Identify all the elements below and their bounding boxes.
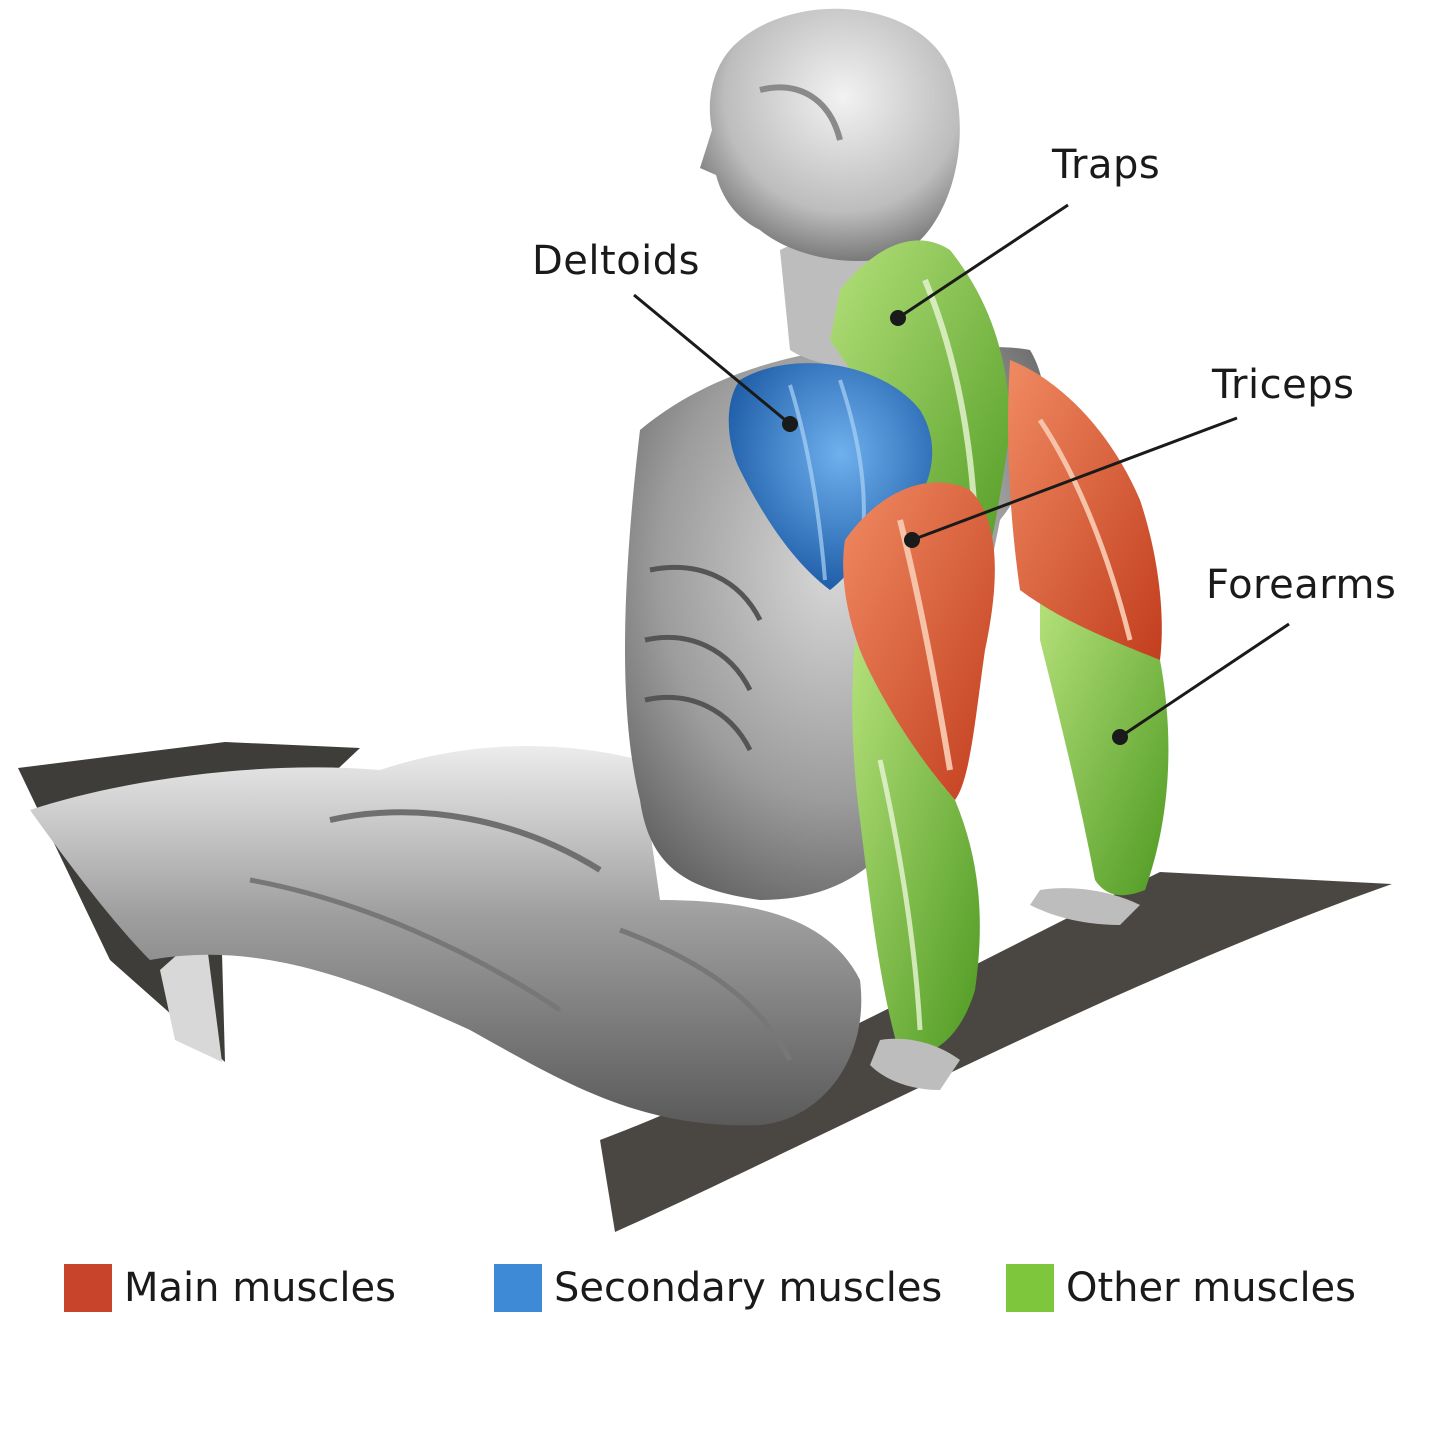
legend-main: Main muscles xyxy=(64,1262,396,1314)
legs xyxy=(30,746,862,1126)
floor-mat xyxy=(600,872,1392,1232)
legend-swatch-secondary xyxy=(494,1264,542,1312)
bench-support xyxy=(160,930,222,1062)
legend-other: Other muscles xyxy=(1006,1262,1356,1314)
front-hand xyxy=(870,1038,960,1090)
rear-hand xyxy=(1030,888,1140,925)
leader-lines xyxy=(633,203,1290,739)
legend-swatch-main xyxy=(64,1264,112,1312)
label-traps: Traps xyxy=(1052,142,1161,188)
label-forearms: Forearms xyxy=(1206,562,1397,608)
legend-label-other: Other muscles xyxy=(1066,1265,1356,1311)
leader-dots xyxy=(782,310,1128,745)
rear-forearm-muscle xyxy=(1040,600,1169,896)
triceps-muscle xyxy=(843,482,995,800)
legend-label-main: Main muscles xyxy=(124,1265,396,1311)
label-triceps: Triceps xyxy=(1212,362,1355,408)
label-deltoids: Deltoids xyxy=(532,238,701,284)
legend-secondary: Secondary muscles xyxy=(494,1262,942,1314)
forearms-muscle xyxy=(852,640,980,1056)
head xyxy=(700,8,960,261)
legend-swatch-other xyxy=(1006,1264,1054,1312)
legend-label-secondary: Secondary muscles xyxy=(554,1265,943,1311)
